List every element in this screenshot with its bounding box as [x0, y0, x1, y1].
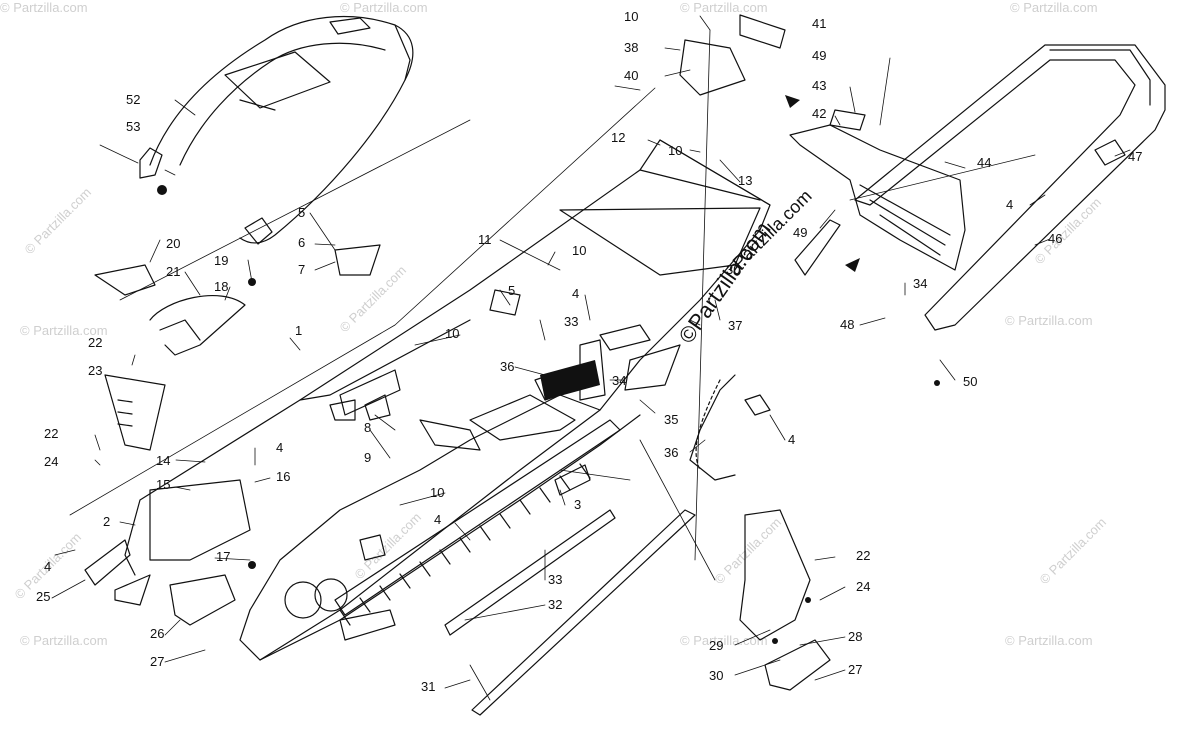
watermark-text: © Partzilla.com	[1010, 0, 1098, 15]
callout-label: 24	[856, 579, 870, 594]
callout-label: 9	[364, 450, 371, 465]
watermark-text: © Partzilla.com	[680, 633, 768, 648]
leader-lines	[51, 15, 1131, 689]
callout-label: 46	[1048, 231, 1062, 246]
callout-label: 40	[624, 68, 638, 83]
callout-label: 11	[478, 232, 492, 247]
callout-label: 47	[1128, 149, 1142, 164]
callout-label: 20	[166, 236, 180, 251]
callout-label: 25	[36, 589, 50, 604]
callout-label: 49	[793, 225, 807, 240]
watermark-text: © Partzilla.com	[20, 323, 108, 338]
callout-label: 44	[977, 155, 991, 170]
watermark-text: © Partzilla.com	[22, 185, 95, 258]
callout-label: 41	[812, 16, 826, 31]
callout-label: 22	[88, 335, 102, 350]
callout-label: 52	[126, 92, 140, 107]
watermark-text: © Partzilla.com	[340, 0, 428, 15]
strap-drawing	[689, 374, 771, 481]
callout-label: 6	[298, 235, 305, 250]
callout-label: 4	[434, 512, 441, 527]
snowflap-drawing	[789, 109, 966, 276]
callout-labels: 52 53 20 21 19 18 1 22 23 22 24 14 15 2 …	[36, 9, 1142, 694]
callout-label: 10	[624, 9, 638, 24]
callout-label: 36	[664, 445, 678, 460]
callout-label: 34	[612, 373, 626, 388]
watermark-text: © Partzilla.com	[1005, 313, 1093, 328]
watermark-text: © Partzilla.com	[20, 633, 108, 648]
watermark-text: © Partzilla.com	[712, 515, 785, 588]
callout-label: 10	[572, 243, 586, 258]
callout-label: 28	[848, 629, 862, 644]
callout-label: 8	[364, 420, 371, 435]
callout-label: 27	[150, 654, 164, 669]
callout-label: 43	[812, 78, 826, 93]
callout-label: 21	[166, 264, 180, 279]
callout-label: 30	[709, 668, 723, 683]
callout-label: 32	[548, 597, 562, 612]
callout-label: 49	[812, 48, 826, 63]
watermark-text: © Partzilla.com	[1037, 515, 1110, 588]
seat-drawing	[139, 16, 414, 245]
callout-label: 4	[572, 286, 579, 301]
callout-label: 13	[738, 173, 752, 188]
callout-label: 35	[664, 412, 678, 427]
callout-label: 17	[216, 549, 230, 564]
callout-label: 10	[445, 326, 459, 341]
watermark-text: © Partzilla.com	[337, 263, 410, 336]
callout-label: 37	[728, 318, 742, 333]
callout-label: 31	[421, 679, 435, 694]
callout-label: 7	[298, 262, 305, 277]
callout-label: 2	[103, 514, 110, 529]
callout-label: 38	[624, 40, 638, 55]
watermark-text: © Partzilla.com	[1005, 633, 1093, 648]
callout-label: 27	[848, 662, 862, 677]
callout-label: 50	[963, 374, 977, 389]
callout-label: 22	[44, 426, 58, 441]
callout-label: 10	[430, 485, 444, 500]
callout-label: 4	[276, 440, 283, 455]
trim-drawing	[329, 289, 681, 496]
watermark-text: © Partzilla.com	[1032, 195, 1105, 268]
callout-label: 4	[1006, 197, 1013, 212]
watermark-text: © Partzilla.com	[0, 0, 88, 15]
callout-label: 4	[788, 432, 795, 447]
callout-label: 19	[214, 253, 228, 268]
callout-label: 30	[726, 262, 740, 277]
callout-label: 26	[150, 626, 164, 641]
callout-label: 12	[611, 130, 625, 145]
tunnel-drawing	[124, 139, 771, 661]
callout-label: 42	[812, 106, 826, 121]
assembly-lines	[69, 29, 1036, 701]
callout-label: 34	[913, 276, 927, 291]
solid-accents	[157, 95, 940, 644]
callout-label: 36	[500, 359, 514, 374]
callout-label: 23	[88, 363, 102, 378]
callout-label: 15	[156, 477, 170, 492]
callout-label: 53	[126, 119, 140, 134]
callout-label: 22	[856, 548, 870, 563]
callout-label: 33	[548, 572, 562, 587]
callout-label: 29	[709, 638, 723, 653]
callout-label: 1	[295, 323, 302, 338]
callout-label: 24	[44, 454, 58, 469]
callout-label: 5	[298, 205, 305, 220]
callout-label: 5	[508, 283, 515, 298]
callout-label: 3	[574, 497, 581, 512]
bracket-drawing	[84, 244, 831, 691]
callout-label: 16	[276, 469, 290, 484]
callout-label: 10	[668, 143, 682, 158]
callout-label: 4	[44, 559, 51, 574]
top-bracket-drawing	[679, 14, 786, 96]
callout-label: 33	[564, 314, 578, 329]
callout-label: 48	[840, 317, 854, 332]
watermark-layer: © Partzilla.com © Partzilla.com © Partzi…	[0, 0, 1109, 648]
callout-label: 14	[156, 453, 170, 468]
rail-drawing	[334, 419, 696, 716]
callout-label: 18	[214, 279, 228, 294]
bumper-drawing	[854, 44, 1166, 331]
watermark-text: © Partzilla.com	[680, 0, 768, 15]
